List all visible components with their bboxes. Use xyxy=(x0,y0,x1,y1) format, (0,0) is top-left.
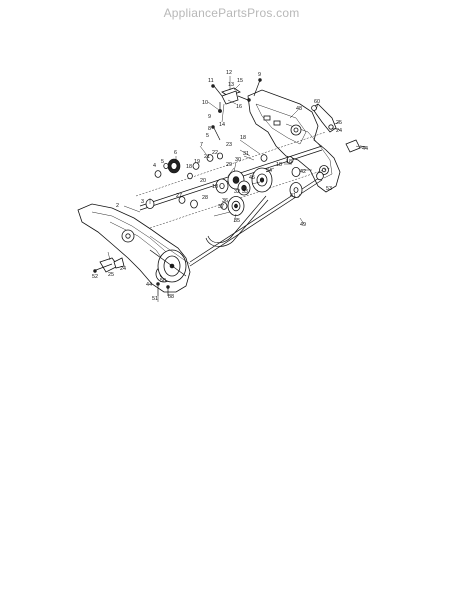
label-18-e: 18 xyxy=(212,184,218,190)
label-23: 23 xyxy=(226,142,232,148)
lower-left-brackets xyxy=(93,257,125,273)
label-18-b: 18 xyxy=(186,164,192,170)
label-16: 16 xyxy=(236,104,242,110)
label-41: 41 xyxy=(290,193,296,199)
label-10: 10 xyxy=(202,100,208,106)
label-27: 27 xyxy=(176,193,182,199)
label-18-c: 18 xyxy=(276,162,282,168)
label-44-b: 44 xyxy=(146,282,152,288)
label-18-d: 18 xyxy=(286,159,292,165)
label-45: 45 xyxy=(249,175,255,181)
label-29: 29 xyxy=(226,162,232,168)
label-35: 35 xyxy=(234,218,240,224)
label-22: 22 xyxy=(212,150,218,156)
label-12: 12 xyxy=(226,70,232,76)
label-30: 30 xyxy=(235,157,241,163)
label-32: 32 xyxy=(234,189,240,195)
label-53: 53 xyxy=(326,186,332,192)
label-6: 6 xyxy=(174,150,177,156)
label-48: 48 xyxy=(296,106,302,112)
label-24: 24 xyxy=(336,128,342,134)
lower-pulley-belt xyxy=(149,249,187,283)
label-34: 34 xyxy=(266,168,272,174)
label-4: 4 xyxy=(153,163,156,169)
label-18: 18 xyxy=(240,135,246,141)
label-25-b: 25 xyxy=(108,272,114,278)
v-belt xyxy=(205,195,269,247)
label-50: 50 xyxy=(160,278,166,284)
label-33: 33 xyxy=(242,189,248,195)
right-hub-44 xyxy=(345,139,367,153)
label-20: 20 xyxy=(200,178,206,184)
label-9-b: 9 xyxy=(208,114,211,120)
label-28: 28 xyxy=(202,195,208,201)
label-2: 2 xyxy=(116,203,119,209)
label-25: 25 xyxy=(336,120,342,126)
label-44: 44 xyxy=(362,146,368,152)
label-8: 8 xyxy=(208,126,211,132)
label-7: 7 xyxy=(200,142,203,148)
label-15: 15 xyxy=(237,78,243,84)
part-number-labels: 12 9 11 15 13 10 16 14 9 48 60 8 5 18 23… xyxy=(92,70,368,302)
label-5: 5 xyxy=(206,133,209,139)
label-24-b: 24 xyxy=(120,266,126,272)
label-49: 49 xyxy=(300,222,306,228)
upper-right-arm xyxy=(311,103,337,133)
watermark: AppliancePartsPros.com xyxy=(163,6,300,20)
label-11: 11 xyxy=(208,78,214,84)
lower-bolts xyxy=(156,282,170,296)
label-51: 51 xyxy=(152,296,158,302)
label-37: 37 xyxy=(218,204,224,210)
label-21: 21 xyxy=(204,154,210,160)
label-88: 88 xyxy=(168,294,174,300)
label-3: 3 xyxy=(141,199,144,205)
label-31: 31 xyxy=(243,151,249,157)
leader-lines xyxy=(107,76,363,302)
top-bracket-assembly xyxy=(211,78,262,113)
label-5-b: 5 xyxy=(161,159,164,165)
label-13: 13 xyxy=(228,82,234,88)
label-19: 19 xyxy=(194,159,200,165)
label-36: 36 xyxy=(222,198,228,204)
label-52: 52 xyxy=(92,274,98,280)
label-60: 60 xyxy=(314,99,320,105)
label-42: 42 xyxy=(300,169,306,175)
label-9: 9 xyxy=(258,72,261,78)
shaft-components xyxy=(145,125,324,216)
label-14: 14 xyxy=(219,122,225,128)
